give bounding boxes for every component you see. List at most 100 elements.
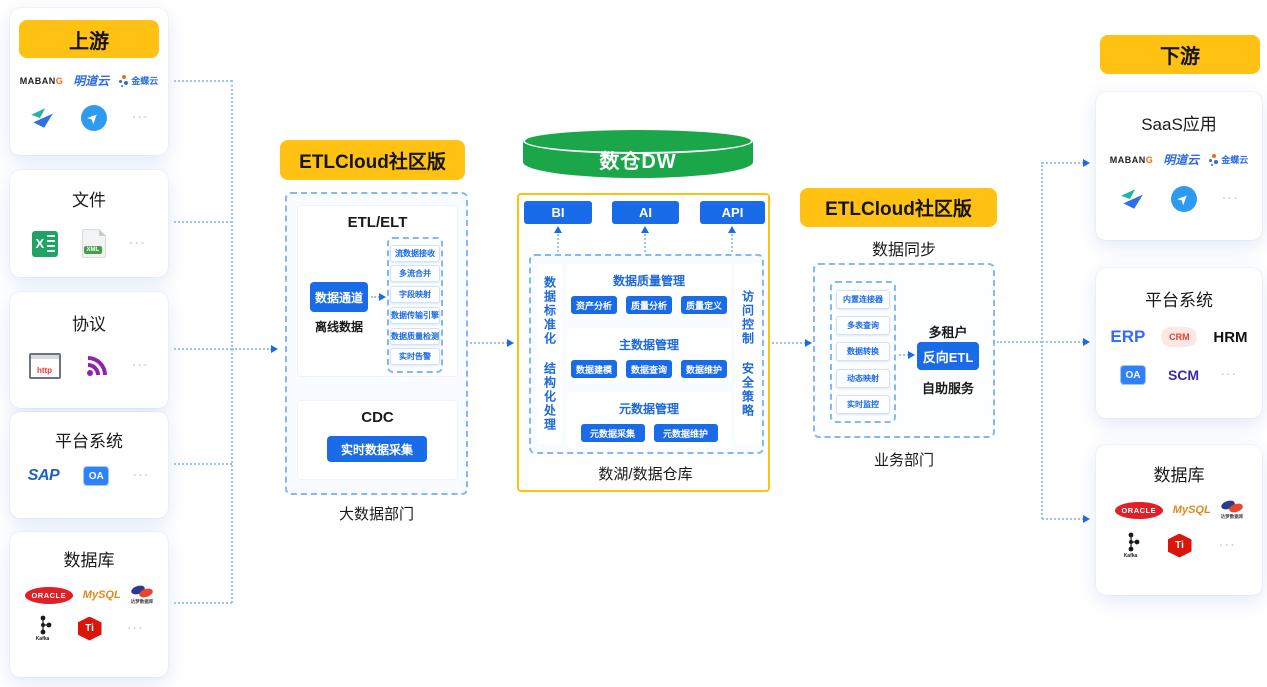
ai-up-line (644, 231, 646, 252)
connector-stub-platform (174, 463, 232, 465)
connector-item: 数据转换 (836, 342, 890, 362)
offline-data-label: 离线数据 (314, 320, 363, 334)
saas-icon-row: ➤ ··· (1119, 186, 1240, 212)
datalake-label: 数湖/数据仓库 (598, 466, 693, 483)
ellipsis: ··· (1221, 369, 1239, 381)
protocol-card-title: 协议 (72, 315, 106, 334)
etl-left-header-label: ETLCloud社区版 (299, 151, 446, 173)
connector-dw-to-etlright (772, 342, 806, 344)
kafka-logo: Kafka (1122, 532, 1140, 559)
database-card-right: 数据库 ORACLE MySQL 达梦数据库 Kafka Ti ··· (1096, 445, 1262, 595)
database-logo-row-1: ORACLE MySQL 达梦数据库 (1114, 499, 1244, 520)
dw-mini-button: 数据建模 (571, 360, 617, 378)
rss-icon (86, 356, 107, 376)
upstream-saas-card: 上游 MABANG 明道云 金蝶云 ➤ ··· (10, 8, 168, 155)
platform-card-right: 平台系统 ERP CRM HRM OA SCM ··· (1096, 268, 1262, 418)
data-quality-title: 数据质量管理 (612, 274, 685, 288)
connector-stub-upstream (174, 80, 232, 82)
oa-logo: OA (1119, 365, 1146, 385)
arrowhead-list-to-reverse (908, 351, 915, 359)
dw-mini-button: 质量定义 (681, 296, 727, 314)
mabang-logo: MABANG (19, 75, 64, 86)
database-card-title: 数据库 (1153, 466, 1205, 485)
oa-logo: OA (83, 466, 110, 486)
saas-logo-row: MABANG 明道云 金蝶云 (20, 72, 159, 89)
oracle-logo: ORACLE (24, 586, 73, 604)
reverse-etl-button: 反向ETL (917, 342, 979, 370)
connector-stub-files (174, 221, 232, 223)
database-logo-row-2: Kafka Ti ··· (34, 615, 145, 642)
kingdee-dots-icon (119, 74, 129, 87)
saas-card-title: SaaS应用 (1141, 115, 1217, 134)
left-rail-text-top: 数据标准化 (542, 276, 557, 346)
connector-left-to-etl (232, 348, 272, 350)
ellipsis: ··· (132, 360, 150, 372)
mysql-logo: MySQL (1172, 504, 1211, 516)
kingdee-logo: 金蝶云 (119, 74, 158, 87)
bi-button: BI (524, 201, 592, 224)
business-dept-label: 业务部门 (873, 452, 934, 469)
etl-left-header: ETLCloud社区版 (280, 140, 465, 180)
pipeline-item: 字段映射 (390, 286, 440, 304)
saas-card-right: SaaS应用 MABANG 明道云 金蝶云 ➤ ··· (1096, 92, 1262, 240)
platform-card-title: 平台系统 (1145, 291, 1213, 310)
master-data-title: 主数据管理 (618, 338, 679, 352)
dw-inner-dashed-box: 数据标准化 结构化处理 访问控制 安全策略 数据质量管理 资产分析 质量分析 质… (529, 254, 764, 454)
api-up-arrowhead (728, 226, 736, 233)
etl-right-dashed-box: 内置连接器 多表查询 数据转换 动态映射 实时监控 多租户 反向ETL 自助服务 (813, 263, 995, 438)
dameng-logo: 达梦数据库 (1220, 499, 1244, 520)
upstream-header: 上游 (19, 20, 159, 58)
api-button: API (700, 201, 765, 224)
metadata-title: 元数据管理 (618, 402, 679, 416)
files-card-title: 文件 (72, 191, 106, 210)
dw-mini-button: 数据维护 (681, 360, 727, 378)
connector-to-saas (1042, 162, 1084, 164)
mysql-logo: MySQL (82, 589, 121, 601)
dw-box: BI AI API 数据标准化 结构化处理 访问控制 安全策略 数据质量管理 资… (517, 193, 770, 492)
platform-icon-row: SAP OA ··· (28, 466, 150, 486)
connector-dashed-list: 内置连接器 多表查询 数据转换 动态映射 实时监控 (830, 281, 896, 423)
cdc-title: CDC (361, 409, 394, 426)
platform-logo-row-1: ERP CRM HRM (1110, 327, 1248, 347)
ai-button: AI (612, 201, 679, 224)
dw-mini-button: 元数据采集 (580, 424, 645, 442)
mingdao-logo: 明道云 (73, 74, 110, 88)
database-logo-row-1: ORACLE MySQL 达梦数据库 (24, 584, 154, 605)
database-card-title: 数据库 (63, 551, 115, 570)
connector-stub-protocol (174, 348, 232, 350)
arrowhead-to-saas (1083, 159, 1090, 167)
master-data-section: 主数据管理 数据建模 数据查询 数据维护 (567, 328, 731, 384)
kingdee-dots-icon (1209, 153, 1219, 166)
pipeline-item: 流数据接收 (390, 244, 440, 262)
bird-app-icon (30, 108, 53, 128)
files-icon-row: X XML ··· (31, 229, 147, 258)
protocol-icon-row: http ··· (28, 353, 150, 379)
ellipsis: ··· (1222, 193, 1240, 205)
connector-item: 多表查询 (836, 316, 890, 336)
ellipsis: ··· (132, 112, 150, 124)
tidb-logo: Ti (1167, 533, 1192, 558)
platform-card-title: 平台系统 (55, 432, 123, 451)
hrm-logo: HRM (1213, 328, 1248, 346)
connector-etl-to-dw (470, 342, 508, 344)
arrowhead-left-to-etl (271, 345, 278, 353)
mabang-logo: MABANG (1109, 154, 1154, 165)
right-rail-text-top: 访问控制 (740, 290, 755, 346)
dw-mini-button: 质量分析 (626, 296, 672, 314)
dw-mini-button: 数据查询 (626, 360, 672, 378)
connector-stub-database (174, 602, 232, 604)
ellipsis: ··· (129, 237, 147, 250)
channel-to-pipeline-line (371, 296, 380, 298)
arrowhead-etl-to-dw (507, 339, 514, 347)
arrowhead-channel-to-pipeline (379, 293, 386, 301)
connector-left-vertical (231, 80, 233, 603)
etl-elt-title: ETL/ELT (347, 214, 408, 231)
dw-cylinder-label: 数仓DW (599, 150, 677, 173)
api-up-line (731, 231, 733, 252)
data-quality-section: 数据质量管理 资产分析 质量分析 质量定义 (567, 264, 731, 320)
upstream-header-label: 上游 (69, 30, 109, 53)
connector-item: 实时监控 (836, 394, 890, 414)
pipeline-item: 多流合并 (390, 265, 440, 283)
pipeline-item: 实时告警 (390, 348, 440, 366)
